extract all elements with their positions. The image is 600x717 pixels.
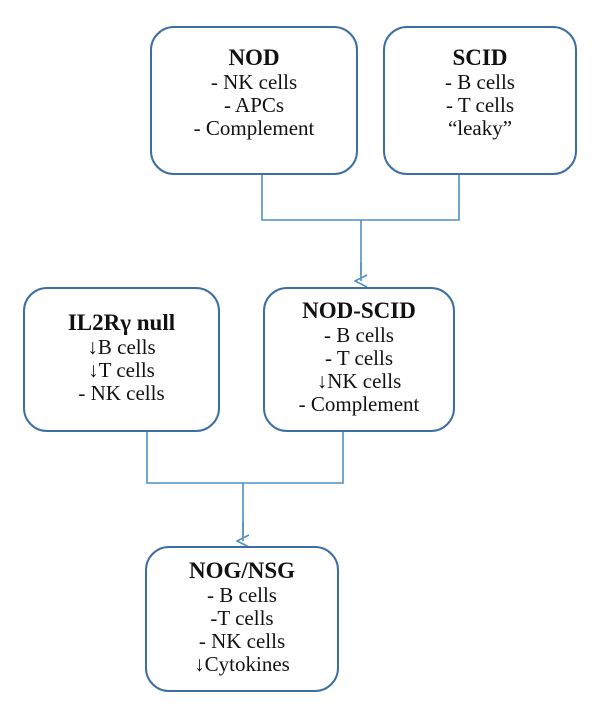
nod-line-3: - Complement: [193, 116, 315, 140]
il2r-line-3: - NK cells: [78, 381, 165, 405]
nod-scid-line-2: - T cells: [324, 346, 394, 370]
nod-scid-line-1: - B cells: [324, 323, 394, 347]
scid-line-2: - T cells: [445, 93, 515, 117]
nod-scid-title: NOD-SCID: [302, 298, 416, 323]
nog-nsg-line-4: ↓Cytokines: [194, 652, 290, 676]
il2r-line-1: ↓B cells: [87, 335, 156, 359]
scid-line-1: - B cells: [445, 70, 515, 94]
scid-box: SCID - B cells - T cells “leaky”: [383, 26, 577, 175]
nod-scid-line-4: - Complement: [298, 392, 420, 416]
nod-scid-line-3: ↓NK cells: [316, 369, 402, 393]
nod-line-1: - NK cells: [210, 70, 298, 94]
nog-nsg-title: NOG/NSG: [188, 558, 296, 583]
nod-box: NOD - NK cells - APCs - Complement: [150, 26, 358, 175]
il2r-gamma-null-title: IL2Rγ null: [67, 310, 176, 335]
scid-line-3: “leaky”: [447, 116, 513, 140]
nog-nsg-line-1: - B cells: [207, 583, 277, 607]
nod-title: NOD: [228, 45, 280, 70]
nod-scid-box: NOD-SCID - B cells - T cells ↓NK cells -…: [263, 287, 455, 432]
nog-nsg-line-2: -T cells: [210, 606, 274, 630]
scid-title: SCID: [452, 45, 508, 70]
nod-line-2: - APCs: [223, 93, 285, 117]
nog-nsg-line-3: - NK cells: [198, 629, 286, 653]
nog-nsg-box: NOG/NSG - B cells -T cells - NK cells ↓C…: [145, 546, 339, 692]
connector-il2r-nodscid-merge: [146, 432, 344, 535]
il2r-line-2: ↓T cells: [88, 358, 155, 382]
il2r-gamma-null-box: IL2Rγ null ↓B cells ↓T cells - NK cells: [23, 287, 220, 432]
connector-nod-scid-merge: [261, 175, 460, 275]
